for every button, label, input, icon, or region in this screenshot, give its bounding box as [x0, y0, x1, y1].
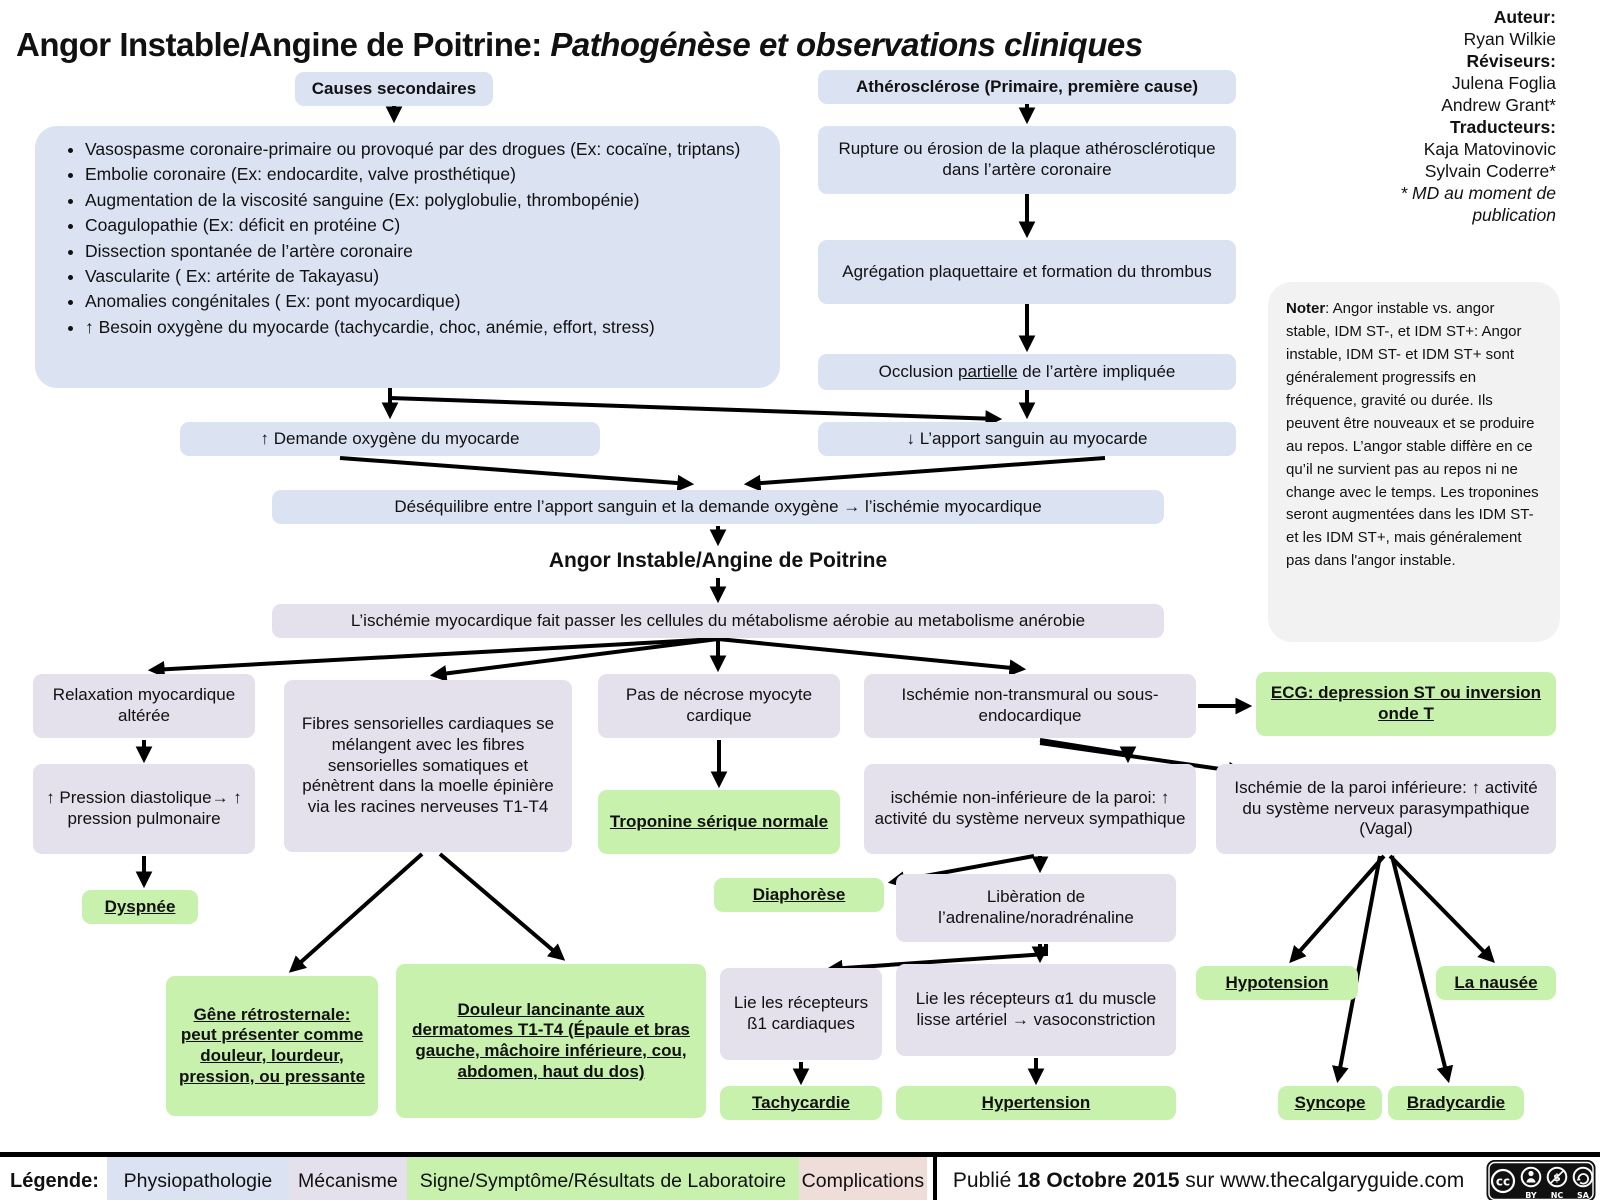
node-causes-secondaires: Causes secondaires [295, 72, 493, 106]
cc-icon: cc [1490, 1168, 1516, 1194]
node-pas-necrose: Pas de nécrose myocyte cardique [598, 674, 840, 738]
node-recepteurs-a1: Lie les récepteurs α1 du muscle lisse ar… [896, 964, 1176, 1056]
node-gene-retrosternale: Gêne rétrosternale: peut présenter comme… [166, 976, 378, 1116]
legend-label: Légende: [10, 1169, 99, 1192]
svg-text:NC: NC [1551, 1191, 1564, 1200]
node-ischemie-inferieure: Ischémie de la paroi inférieure: ↑ activ… [1216, 764, 1556, 854]
page-title: Angor Instable/Angine de Poitrine: Patho… [16, 26, 1286, 64]
angor-heading: Angor Instable/Angine de Poitrine [548, 549, 888, 572]
legend-divider [932, 1157, 937, 1200]
author-name: Ryan Wilkie [1463, 29, 1556, 50]
node-bradycardie: Bradycardie [1388, 1086, 1524, 1120]
translator-name: Sylvain Coderre* [1424, 161, 1556, 182]
arrow [429, 637, 719, 682]
svg-text:cc: cc [1496, 1175, 1510, 1189]
page-title-subtitle: Pathogénèse et observations cliniques [550, 26, 1143, 64]
cc-license-badge: cc BY $ NC SA [1486, 1159, 1596, 1200]
node-recepteurs-b1: Lie les récepteurs ß1 cardiaques [720, 968, 882, 1060]
node-occlusion-partielle: Occlusion partielle de l’artère impliqué… [818, 354, 1236, 390]
cc-license-icons: cc BY $ NC SA [1486, 1160, 1596, 1200]
arrow [288, 852, 424, 973]
node-dyspnee: Dyspnée [82, 890, 198, 924]
node-secondary-causes-list: Vasospasme coronaire-primaire ou provoqu… [35, 126, 780, 388]
node-liberation-adrenaline: Libèration de l’adrenaline/noradrénaline [896, 874, 1176, 942]
arrow [1289, 854, 1386, 964]
node-hypertension: Hypertension [896, 1086, 1176, 1120]
node-ecg: ECG: depression ST ou inversion onde T [1256, 672, 1556, 736]
arrow [1388, 854, 1495, 963]
cc-sa-icon: SA [1572, 1166, 1594, 1200]
legend-item-complications: Complications [798, 1157, 927, 1200]
arrow [438, 852, 566, 961]
secondary-causes-list: Vasospasme coronaire-primaire ou provoqu… [53, 138, 740, 341]
node-atherosclerose: Athérosclérose (Primaire, première cause… [818, 70, 1236, 104]
node-pression-diastolique: ↑ Pression diastolique→ ↑ pression pulmo… [33, 764, 255, 854]
node-agregation-plaquettaire: Agrégation plaquettaire et formation du … [818, 240, 1236, 304]
publish-info: Publié 18 Octobre 2015 sur www.thecalgar… [952, 1169, 1465, 1192]
node-ischemie-non-inferieure: ischémie non-inférieure de la paroi: ↑ a… [864, 764, 1196, 854]
node-ischemie-non-transmural: Ischémie non-transmural ou sous-endocard… [864, 674, 1196, 738]
legend-item-mecanisme: Mécanisme [288, 1157, 407, 1200]
list-item: Coagulopathie (Ex: déficit en protéine C… [85, 214, 740, 236]
arrow [147, 637, 719, 678]
svg-text:SA: SA [1577, 1191, 1590, 1200]
arrow [1390, 855, 1454, 1084]
node-nausee: La nausée [1436, 966, 1556, 1000]
note-box: Noter: Angor instable vs. angor stable, … [1268, 282, 1560, 642]
legend-bar: Légende: Physiopathologie Mécanisme Sign… [0, 1152, 1600, 1200]
node-diaphorese: Diaphorèse [714, 878, 884, 912]
node-troponine: Troponine sérique normale [598, 790, 840, 854]
reviewers-label: Réviseurs: [1466, 51, 1557, 72]
arrow [339, 456, 695, 492]
node-hypotension: Hypotension [1196, 966, 1358, 1000]
svg-text:BY: BY [1525, 1191, 1537, 1200]
node-ischemie-metabolisme: L’ischémie myocardique fait passer les c… [272, 604, 1164, 638]
list-item: Embolie coronaire (Ex: endocardite, valv… [85, 163, 740, 185]
node-demande-oxygene: ↑ Demande oxygène du myocarde [180, 422, 600, 456]
node-apport-sanguin: ↓ L’apport sanguin au myocarde [818, 422, 1236, 456]
list-item: ↑ Besoin oxygène du myocarde (tachycardi… [85, 316, 740, 338]
arrow [1332, 855, 1382, 1084]
legend-item-signe-symptome: Signe/Symptôme/Résultats de Laboratoire [406, 1157, 799, 1200]
reviewer-name: Julena Foglia [1451, 73, 1556, 94]
cc-nc-icon: $ NC [1546, 1166, 1568, 1200]
list-item: Anomalies congénitales ( Ex: pont myocar… [85, 290, 740, 312]
list-item: Vascularite ( Ex: artérite de Takayasu) [85, 265, 740, 287]
list-item: Vasospasme coronaire-primaire ou provoqu… [85, 138, 740, 160]
credits-block: Auteur: Ryan Wilkie Réviseurs: Julena Fo… [1326, 6, 1556, 226]
page-title-main: Angor Instable/Angine de Poitrine: [16, 26, 551, 64]
list-item: Augmentation de la viscosité sanguine (E… [85, 189, 740, 211]
translator-name: Kaja Matovinovic [1423, 139, 1556, 160]
cc-by-icon: BY [1520, 1166, 1542, 1200]
node-relaxation-myocardique: Relaxation myocardique altérée [33, 674, 255, 738]
node-syncope: Syncope [1278, 1086, 1382, 1120]
list-item: Dissection spontanée de l’artère coronai… [85, 240, 740, 262]
node-fibres-sensorielles: Fibres sensorielles cardiaques se mélang… [284, 680, 572, 852]
credits-footnote: * MD au moment de publication [1400, 183, 1556, 226]
arrow [743, 456, 1106, 492]
arrow [717, 637, 1027, 677]
note-body: : Angor instable vs. angor stable, IDM S… [1286, 300, 1539, 570]
arrow [389, 396, 1003, 427]
arrow [1039, 741, 1246, 779]
legend-item-physiopathologie: Physiopathologie [106, 1157, 289, 1200]
node-rupture-plaque: Rupture ou érosion de la plaque athérosc… [818, 126, 1236, 194]
note-label: Noter [1286, 300, 1326, 317]
reviewer-name: Andrew Grant* [1441, 95, 1556, 116]
author-label: Auteur: [1493, 7, 1556, 27]
node-desequilibre: Déséquilibre entre l’apport sanguin et l… [272, 490, 1164, 524]
node-tachycardie: Tachycardie [720, 1086, 882, 1120]
translators-label: Traducteurs: [1450, 117, 1556, 138]
node-douleur-lancinante: Douleur lancinante aux dermatomes T1-T4 … [396, 964, 706, 1118]
